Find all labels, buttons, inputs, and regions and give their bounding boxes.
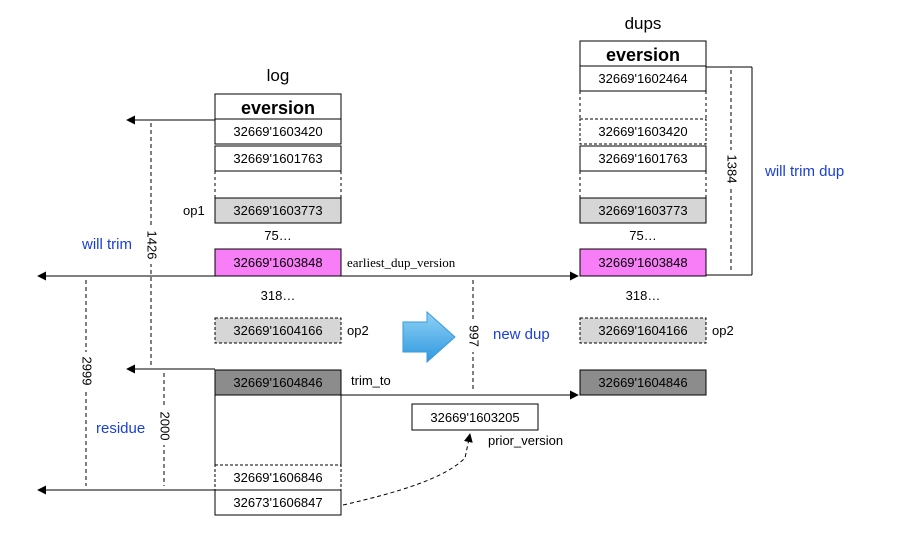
dups-row-text: 32669'1603773	[598, 203, 687, 218]
prior-version-box	[411, 403, 539, 431]
dups-ellipsis-75: 75…	[629, 228, 656, 243]
new-dup-label: new dup	[493, 326, 550, 343]
dups-op2-cell	[579, 317, 707, 344]
log-row-text: 32669'1604846	[233, 375, 322, 390]
transition-arrow-icon	[402, 310, 456, 364]
count-1426: 1426	[145, 231, 160, 260]
log-row-text: 32669'1603773	[233, 203, 322, 218]
log-row-text: 32669'1601763	[233, 151, 322, 166]
dups-row-text: 32669'1603848	[598, 255, 687, 270]
op2-label-log: op2	[347, 323, 369, 338]
dups-row	[579, 145, 707, 172]
dups-row-text: 32669'1603420	[598, 124, 687, 139]
prior-version-value: 32669'1603205	[430, 410, 519, 425]
count-2000: 2000	[158, 412, 173, 441]
dups-op1-cell	[579, 197, 707, 224]
trim-to-label: trim_to	[351, 373, 391, 388]
op2-label-dups: op2	[712, 323, 734, 338]
log-row-text: 32669'1603420	[233, 124, 322, 139]
prior-version-curve	[342, 433, 473, 506]
count-1384: 1384	[725, 155, 740, 184]
label-bg	[143, 226, 159, 264]
label-bg	[723, 150, 739, 188]
log-row-text: 32669'1603848	[233, 255, 322, 270]
will-trim-dup-label: will trim dup	[764, 163, 844, 180]
dups-row-text: 32669'1604166	[598, 323, 687, 338]
residue-label: residue	[96, 420, 145, 437]
label-bg	[78, 352, 94, 390]
dups-row-text: 32669'1602464	[598, 71, 687, 86]
dups-row-text: 32669'1604846	[598, 375, 687, 390]
log-row	[214, 464, 342, 491]
dups-row-text: 32669'1601763	[598, 151, 687, 166]
op1-label: op1	[183, 203, 205, 218]
dups-header: eversion	[606, 45, 680, 65]
will-trim-label: will trim	[81, 236, 132, 253]
log-ellipsis-75: 75…	[264, 228, 291, 243]
log-trim-to-cell	[214, 369, 342, 396]
log-title: log	[267, 66, 290, 85]
log-row	[214, 145, 342, 172]
log-row	[214, 118, 342, 145]
log-op1-cell	[214, 197, 342, 224]
label-bg	[465, 320, 481, 352]
log-earliest-dup-cell	[214, 248, 342, 277]
dups-header-cell	[579, 40, 707, 69]
prior-version-label: prior_version	[488, 433, 563, 448]
dups-row	[579, 65, 707, 92]
earliest-dup-version-label: earliest_dup_version	[347, 255, 456, 270]
dups-earliest-dup-cell	[579, 248, 707, 277]
count-997: 997	[467, 325, 482, 347]
log-row-text: 32669'1604166	[233, 323, 322, 338]
dups-ellipsis-318: 318…	[626, 288, 661, 303]
log-op2-cell	[214, 317, 342, 344]
label-bg	[156, 407, 172, 445]
log-row-text: 32673'1606847	[233, 495, 322, 510]
count-2999: 2999	[80, 357, 95, 386]
dups-trim-to-cell	[579, 369, 707, 396]
dups-row	[579, 118, 707, 145]
log-head-cell	[214, 489, 342, 516]
dups-title: dups	[625, 14, 662, 33]
log-ellipsis-318: 318…	[261, 288, 296, 303]
log-row-text: 32669'1606846	[233, 470, 322, 485]
log-header-cell	[214, 93, 342, 122]
log-header: eversion	[241, 98, 315, 118]
